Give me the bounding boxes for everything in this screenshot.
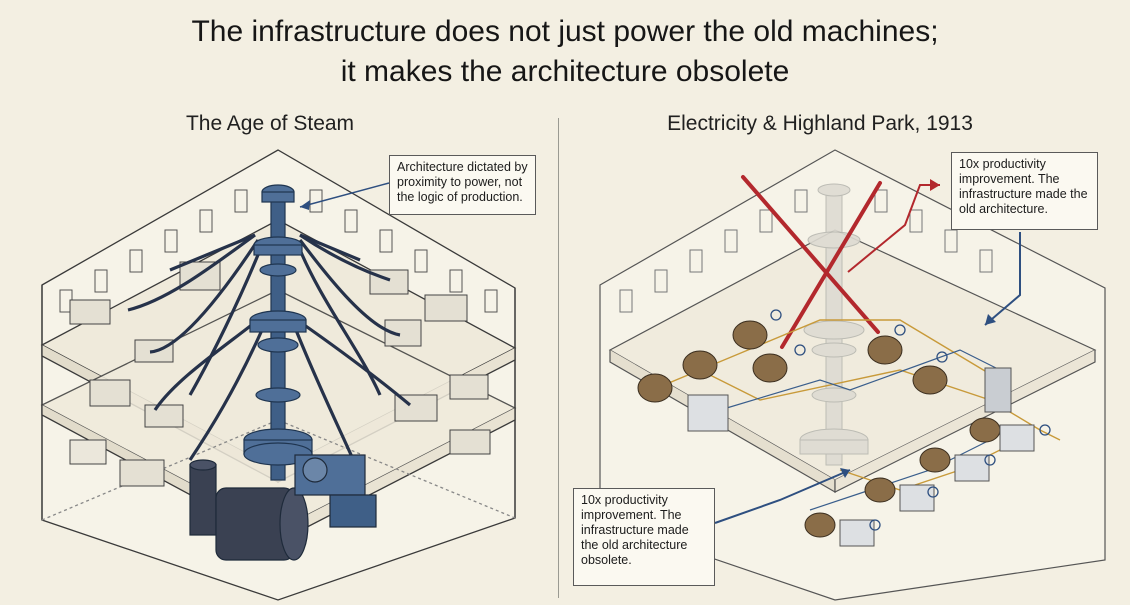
- headline-line-1: The infrastructure does not just power t…: [191, 15, 939, 48]
- steam-callout-arrow: [299, 182, 390, 208]
- steam-engine: [189, 454, 377, 561]
- steam-drive-belts: [127, 233, 412, 476]
- electric-motors: [637, 320, 1001, 538]
- left-panel-title: The Age of Steam: [185, 112, 355, 135]
- red-cross-out: [741, 175, 882, 349]
- panel-divider: [558, 118, 559, 598]
- steam-line-shaft: [243, 184, 313, 481]
- right-panel-title: Electricity & Highland Park, 1913: [667, 112, 973, 135]
- steam-callout-box: Architecture dictated by proximity to po…: [389, 155, 536, 215]
- steam-floor-machines: [69, 261, 491, 487]
- electric-callout-bottom: 10x productivity improvement. The infras…: [573, 488, 715, 586]
- power-symbols: [770, 309, 1051, 531]
- headline-line-2: it makes the architecture obsolete: [340, 55, 790, 88]
- electric-callout-top: 10x productivity improvement. The infras…: [951, 152, 1098, 230]
